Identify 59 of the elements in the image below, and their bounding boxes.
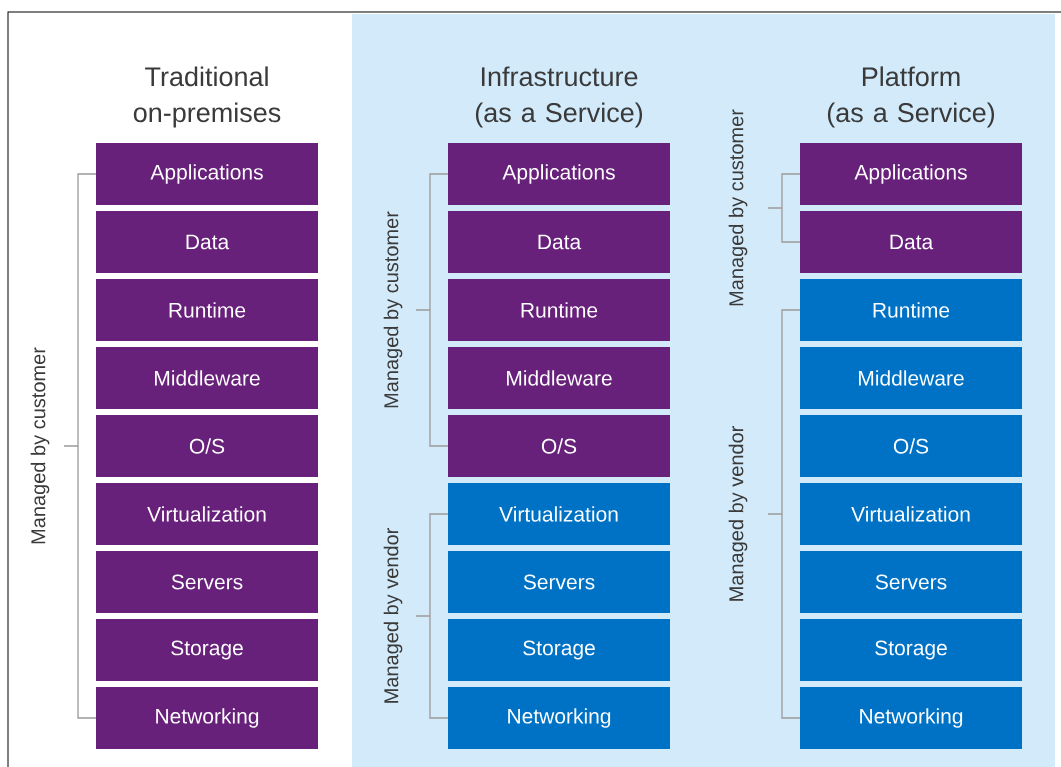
stack-layer — [448, 551, 670, 613]
bracket-label: Managed by customer — [383, 211, 403, 408]
bracket-label: Managed by customer — [30, 347, 50, 544]
stack-layer — [800, 483, 1022, 545]
box-label: Runtime — [169, 302, 246, 318]
stack-layer — [96, 143, 318, 205]
box-label: Data — [538, 234, 582, 250]
stack-layer — [96, 415, 318, 477]
stack-layer — [448, 143, 670, 205]
stack-layer — [96, 279, 318, 341]
stack-layer — [800, 347, 1022, 409]
box-label: Applications — [150, 164, 263, 184]
stack-layer — [448, 619, 670, 681]
box-label: Middleware — [859, 370, 964, 386]
stack-layer — [800, 619, 1022, 681]
box-label: Networking — [860, 708, 963, 728]
box-label: Servers — [523, 574, 595, 590]
stack-layer — [448, 279, 670, 341]
box-label: Virtualization — [851, 506, 970, 522]
stack-layer — [448, 347, 670, 409]
box-label: O/S — [893, 438, 929, 454]
stack-layer — [96, 619, 318, 681]
box-label: Middleware — [507, 370, 612, 386]
stack-layer — [448, 415, 670, 477]
stack-layer — [800, 143, 1022, 205]
box-label: Storage — [875, 640, 947, 660]
stack-layer — [96, 211, 318, 273]
stack-layer — [800, 551, 1022, 613]
stack-layer — [800, 279, 1022, 341]
box-label: Networking — [508, 708, 611, 728]
stack-layer — [96, 483, 318, 545]
stack-layer — [800, 687, 1022, 749]
box-label: Applications — [502, 164, 615, 184]
box-label: Networking — [156, 708, 259, 728]
box-label: Storage — [171, 640, 243, 660]
stack-layer — [800, 415, 1022, 477]
box-label: Servers — [171, 574, 243, 590]
box-label: Middleware — [155, 370, 260, 386]
stack-layer — [96, 551, 318, 613]
box-label: Servers — [875, 574, 947, 590]
box-label: Data — [890, 234, 934, 250]
box-label: Runtime — [873, 302, 950, 318]
box-label: O/S — [541, 438, 577, 454]
box-label: Data — [186, 234, 230, 250]
bracket-label: Managed by vendor — [728, 426, 748, 601]
stack-layer — [448, 483, 670, 545]
box-label: Storage — [523, 640, 595, 660]
box-label: Applications — [854, 164, 967, 184]
stack-layer — [96, 687, 318, 749]
stack-layer — [448, 211, 670, 273]
bracket-label: Managed by customer — [728, 109, 748, 306]
box-label: Runtime — [521, 302, 598, 318]
box-label: O/S — [189, 438, 225, 454]
stack-layer — [96, 347, 318, 409]
box-label: Virtualization — [499, 506, 618, 522]
stack-layer — [800, 211, 1022, 273]
stack-layer — [448, 687, 670, 749]
bracket-label: Managed by vendor — [383, 528, 403, 703]
box-label: Virtualization — [147, 506, 266, 522]
